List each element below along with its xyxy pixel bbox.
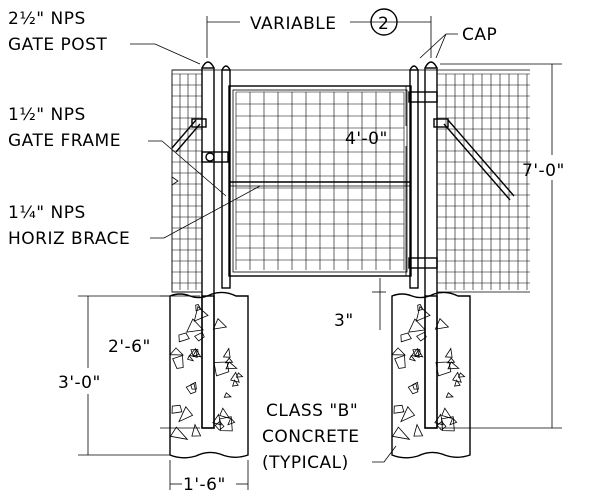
gap-label: 3"	[334, 311, 354, 331]
gate-post-left	[201, 61, 215, 429]
callout-horiz-brace: 1¼" NPS HORIZ BRACE	[8, 185, 261, 249]
gate-height-label: 4'-0"	[345, 129, 388, 149]
fence-mesh-right	[436, 73, 530, 290]
gate-post-right	[424, 61, 438, 429]
gate-frame	[228, 85, 412, 277]
gate-post-label-1: 2½" NPS	[8, 9, 86, 29]
concrete-footing-right	[391, 291, 471, 459]
dim-embed-depth: 2'-6"	[108, 295, 200, 429]
gate-post-label-2: GATE POST	[8, 35, 107, 55]
dim-gap: 3"	[334, 278, 386, 331]
dim-variable: VARIABLE 2	[206, 8, 432, 58]
fence-height-label: 7'-0"	[522, 161, 565, 181]
callout-gate-frame: 1½" NPS GATE FRAME	[8, 105, 227, 197]
cap-label: CAP	[462, 25, 497, 45]
variable-tag: 2	[378, 14, 389, 34]
gate-hinges	[201, 91, 438, 269]
callout-cap: CAP	[419, 25, 497, 59]
gate-frame-label-2: GATE FRAME	[8, 131, 121, 151]
variable-label: VARIABLE	[250, 14, 337, 34]
concrete-label-2: CONCRETE	[262, 427, 360, 447]
dim-fence-height: 7'-0"	[440, 63, 565, 429]
footing-width-label: 1'-6"	[183, 475, 226, 495]
footing-depth-label: 3'-0"	[58, 373, 101, 393]
dim-footing-width: 1'-6"	[169, 460, 249, 495]
fence-braces	[171, 118, 515, 201]
ground-line	[171, 176, 530, 293]
dim-gate-height: 4'-0"	[345, 86, 407, 276]
dim-footing-depth: 3'-0"	[58, 295, 170, 456]
gate-mesh	[235, 91, 405, 270]
embed-depth-label: 2'-6"	[108, 337, 151, 357]
brace-label-2: HORIZ BRACE	[8, 229, 130, 249]
gate-frame-label-1: 1½" NPS	[8, 105, 86, 125]
callout-gate-post: 2½" NPS GATE POST	[8, 9, 201, 65]
concrete-footing-left	[169, 291, 249, 459]
gate-post-inner	[221, 65, 419, 289]
concrete-label-3: (TYPICAL)	[262, 453, 349, 473]
detail-tag-circle	[370, 8, 398, 36]
fence-mesh-left	[171, 69, 203, 293]
concrete-label-1: CLASS "B"	[266, 401, 358, 421]
callout-concrete: CLASS "B" CONCRETE (TYPICAL)	[262, 401, 397, 473]
brace-label-1: 1¼" NPS	[8, 203, 86, 223]
